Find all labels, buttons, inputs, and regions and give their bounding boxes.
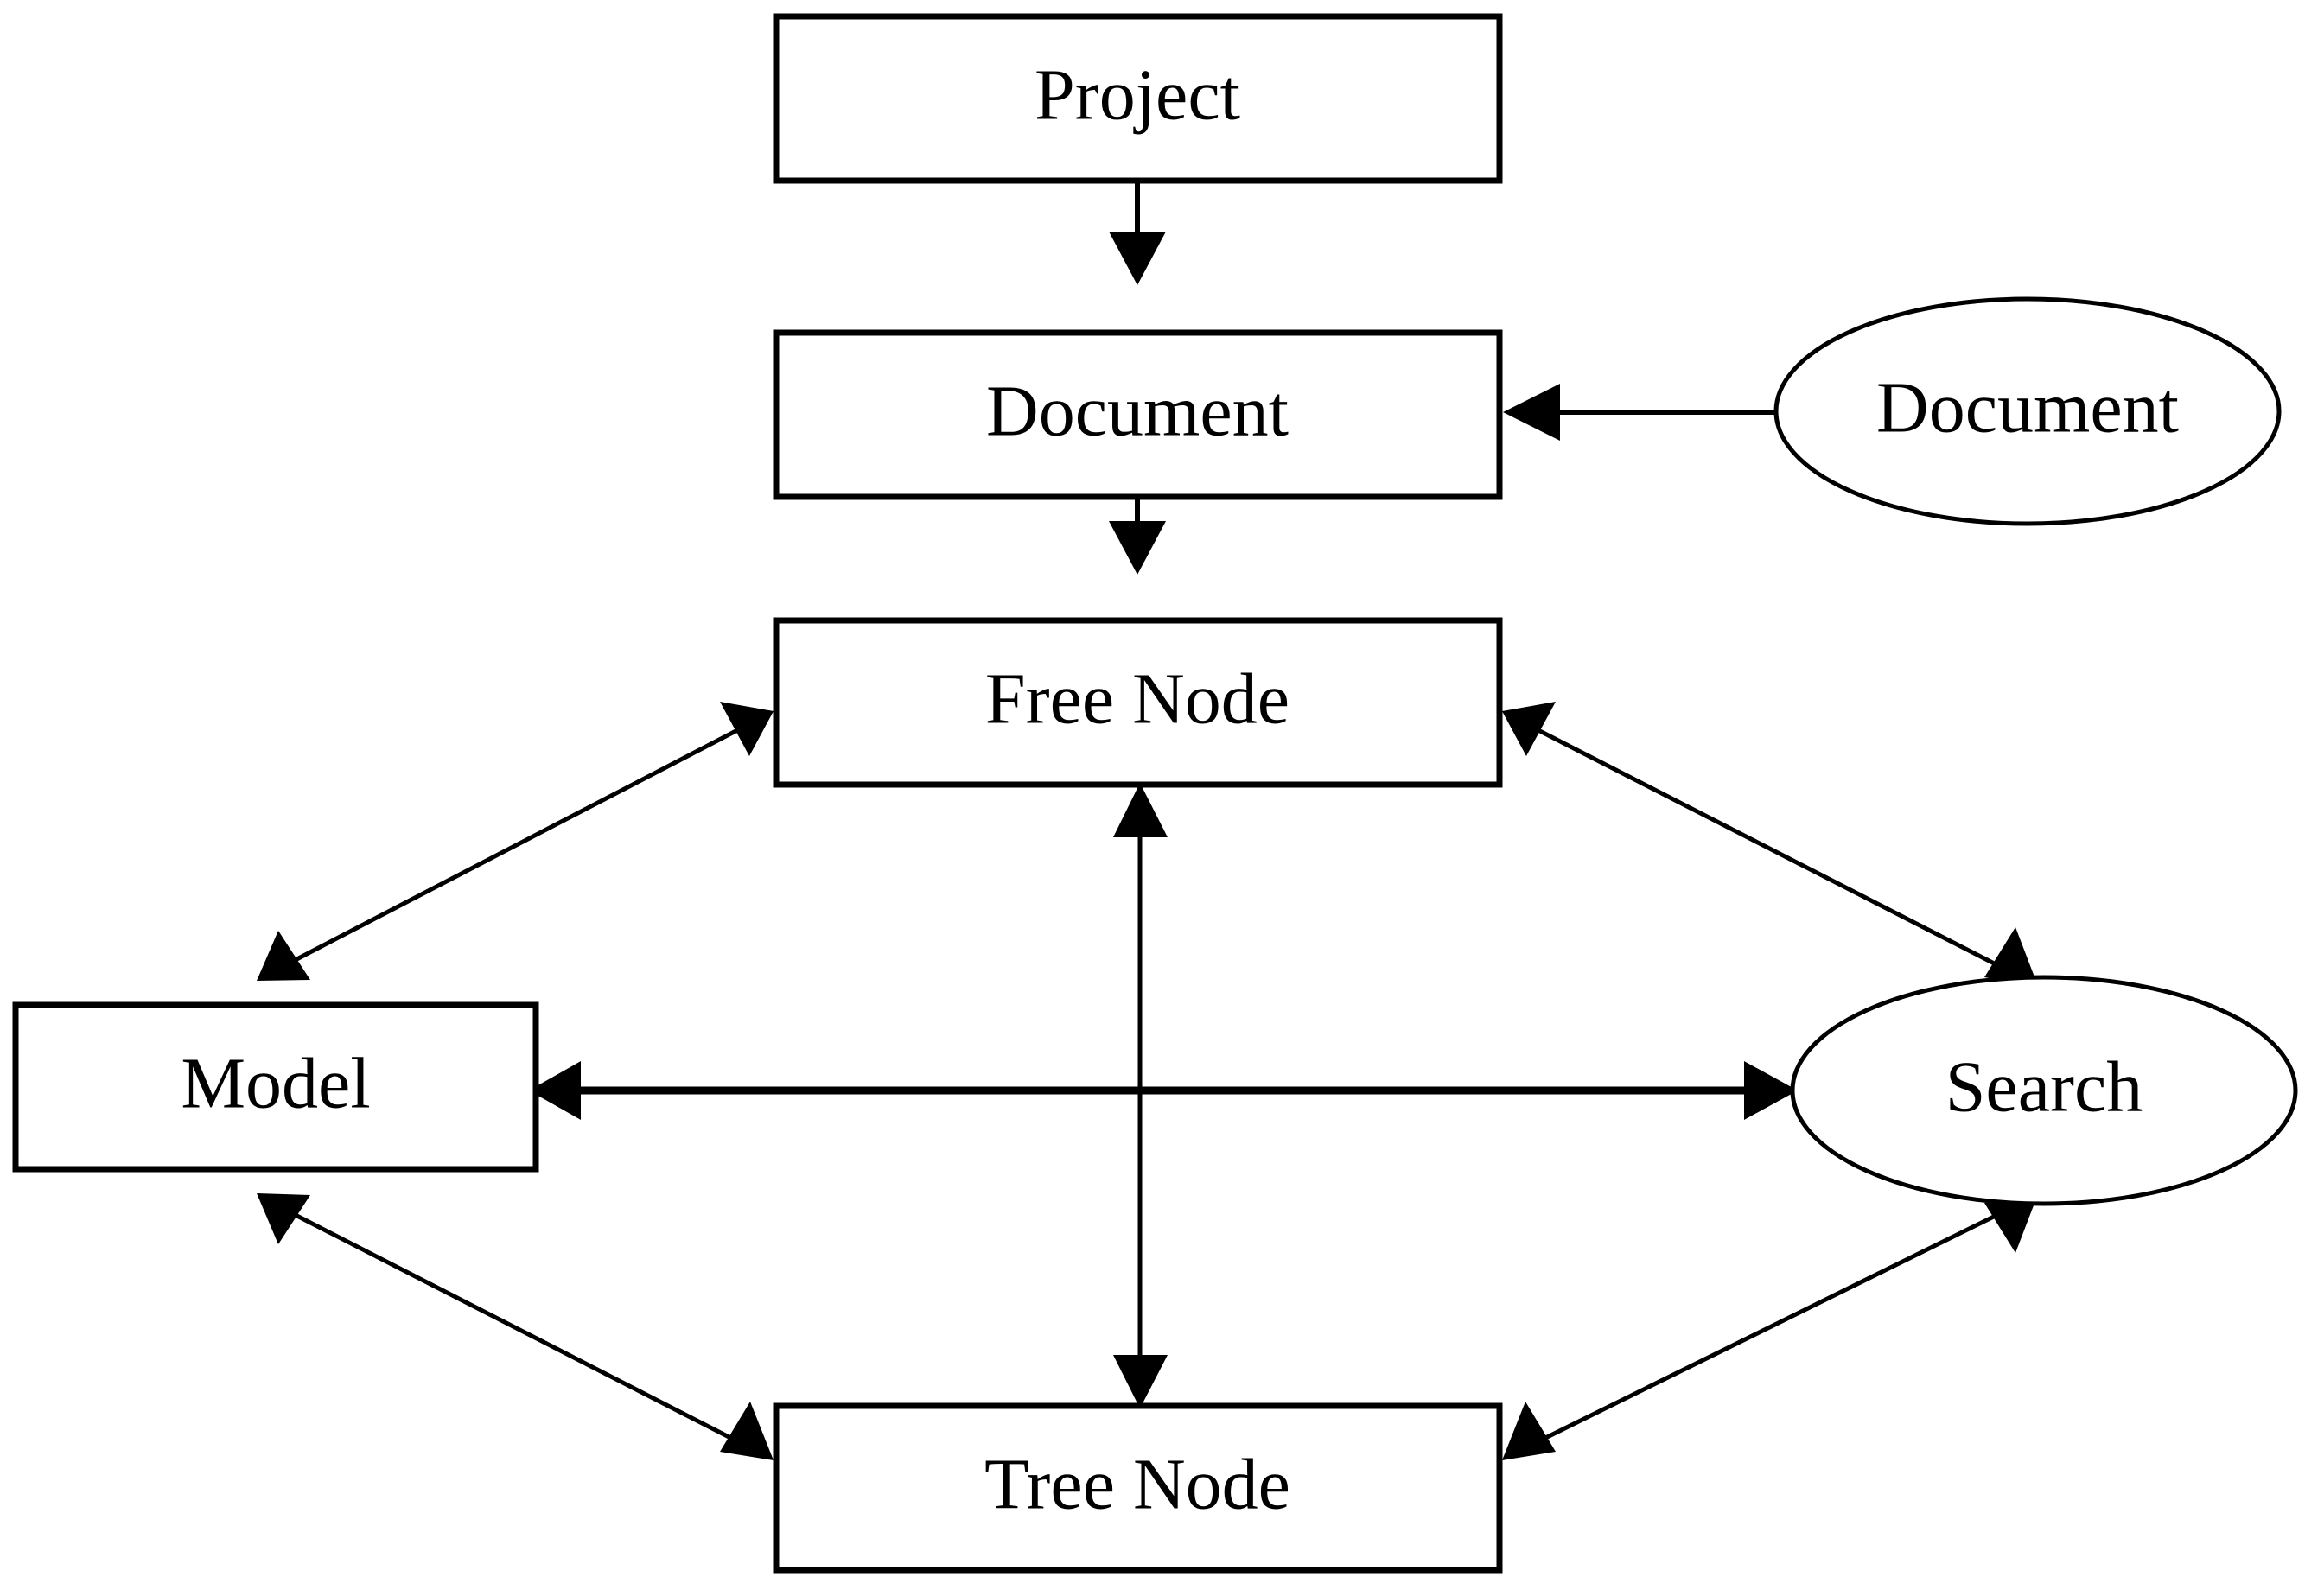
arrow-head-treenode-from-search (1502, 1402, 1556, 1460)
node-project-shape[interactable] (773, 13, 1503, 184)
arrow-head-left-document-box (1503, 384, 1560, 441)
node-free-node[interactable]: Free Node (773, 617, 1503, 788)
arrow-head-model-from-freenode (257, 931, 310, 981)
edge-free-node-tree-node (1113, 783, 1168, 1408)
node-tree-node[interactable]: Tree Node (773, 1402, 1503, 1574)
arrow-head-treenode-from-model (720, 1402, 774, 1460)
arrow-head-left-model (529, 1061, 581, 1120)
arrow-head-freenode-from-search (1502, 702, 1556, 756)
edge-search-tree-node (1502, 1194, 2038, 1460)
node-tree-node-shape[interactable] (773, 1402, 1503, 1574)
edge-document-to-free-node (1109, 497, 1166, 575)
edge-line-search-treenode (1530, 1207, 2009, 1447)
node-document-box[interactable]: Document (773, 329, 1503, 500)
node-model-shape[interactable] (12, 1001, 539, 1173)
arrow-head-up-free-node (1113, 783, 1168, 837)
edge-line-freenode-model (283, 724, 746, 968)
edge-free-node-model (257, 702, 774, 981)
node-document-box-shape[interactable] (773, 329, 1503, 500)
edges-layer (257, 181, 2038, 1460)
arrow-head-freenode-from-model (720, 702, 774, 756)
node-project[interactable]: Project (773, 13, 1503, 184)
arrow-head-down-tree-node (1113, 1355, 1168, 1408)
arrow-head-model-from-treenode (257, 1193, 310, 1244)
node-search-shape[interactable] (1790, 975, 2298, 1206)
node-document-ellipse[interactable]: Document (1773, 296, 2282, 526)
arrow-head-right-search (1744, 1061, 1798, 1120)
edge-line-freenode-search (1530, 724, 2009, 973)
edge-model-search (529, 1061, 1798, 1120)
arrow-head-search-from-treenode (1984, 1194, 2038, 1253)
arrow-head-search-from-freenode (1984, 927, 2038, 986)
node-model[interactable]: Model (12, 1001, 539, 1173)
node-document-ellipse-shape[interactable] (1773, 296, 2282, 526)
edge-project-to-document (1109, 181, 1166, 285)
edge-model-tree-node (257, 1193, 774, 1460)
edge-line-model-treenode (283, 1207, 746, 1447)
arrow-head-down-free-node (1109, 521, 1166, 575)
node-search[interactable]: Search (1790, 975, 2298, 1206)
node-free-node-shape[interactable] (773, 617, 1503, 788)
edge-free-node-search (1502, 702, 2038, 986)
edge-document-ellipse-to-document-box (1503, 384, 1776, 441)
arrow-head-down-document (1109, 232, 1166, 285)
